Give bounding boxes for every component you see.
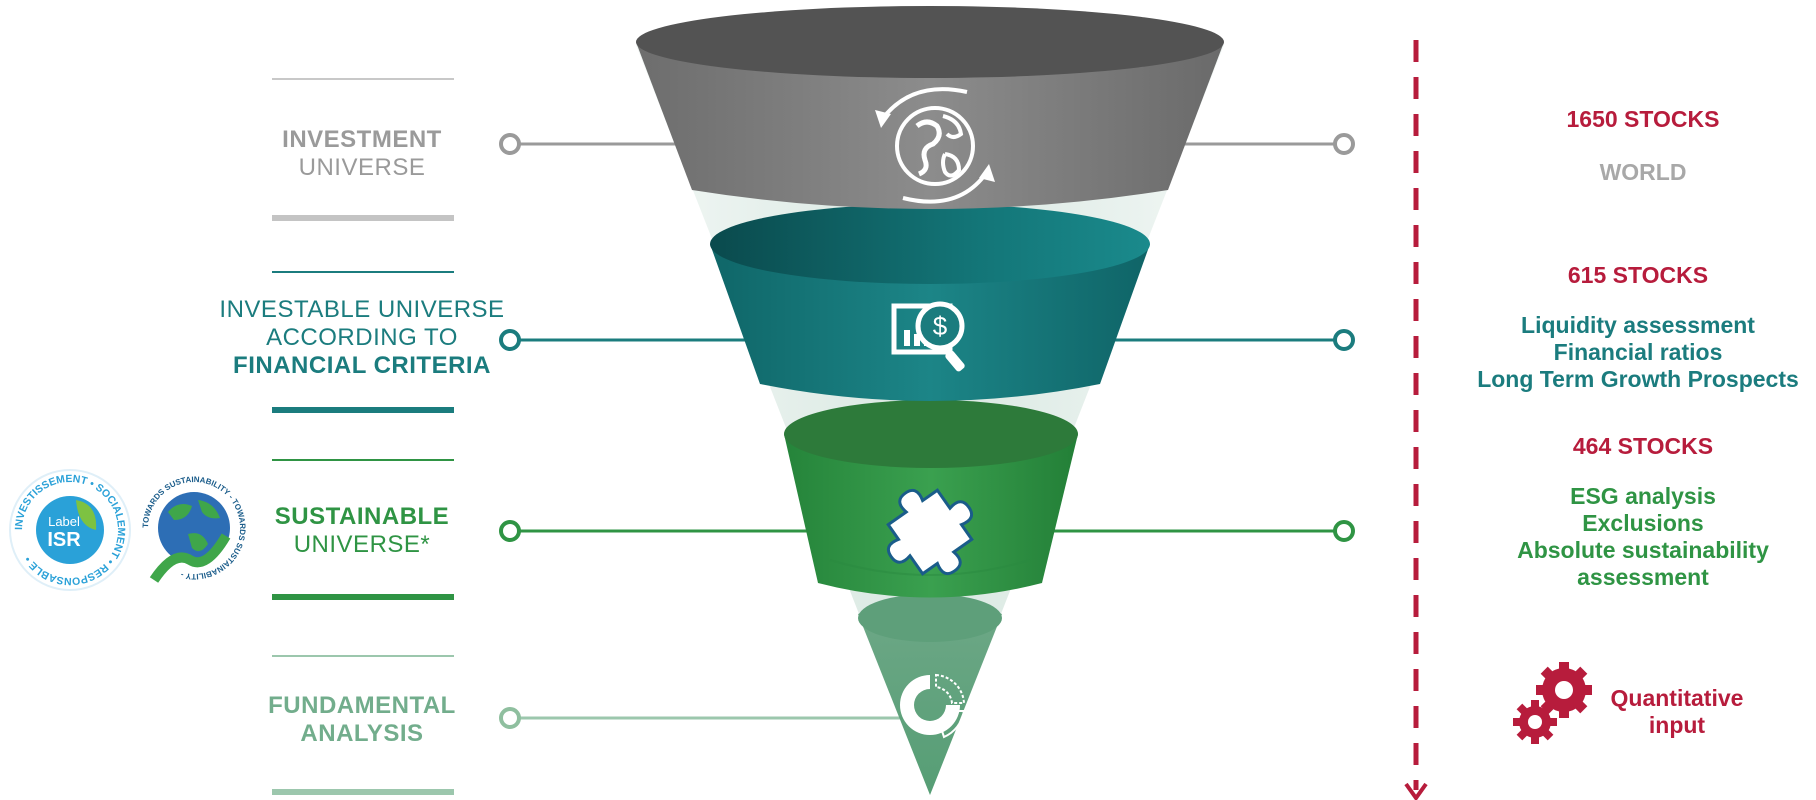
connector-node	[499, 133, 521, 155]
stage-label-regular: UNIVERSE	[298, 154, 426, 181]
stage-label-fundamental: FUNDAMENTAL ANALYSIS	[262, 692, 462, 748]
stock-count: 464 STOCKS	[1572, 433, 1714, 459]
stage-label-bold: SUSTAINABLE	[274, 503, 450, 530]
criteria-item: Long Term Growth Prospects	[1477, 366, 1799, 392]
stock-count: 1650 STOCKS	[1566, 106, 1720, 132]
criteria-item: Absolute sustainability	[1517, 537, 1769, 563]
stage-label-bold-2: ANALYSIS	[300, 720, 424, 747]
criteria-item: WORLD	[1599, 159, 1687, 185]
label-divider	[272, 215, 454, 221]
stage-label-financial: INVESTABLE UNIVERSE ACCORDING TO FINANCI…	[210, 296, 514, 380]
svg-text:ISR: ISR	[47, 529, 81, 551]
puzzle-piece-icon	[886, 488, 974, 576]
svg-text:Label: Label	[48, 514, 80, 529]
quantitative-input-label: Quantitative input	[1592, 685, 1762, 739]
criteria-item: Financial ratios	[1553, 339, 1723, 365]
stage-label-regular: INVESTABLE UNIVERSE ACCORDING TO	[219, 296, 505, 351]
quantitative-line: Quantitative	[1610, 685, 1744, 711]
stock-count: 615 STOCKS	[1567, 262, 1709, 288]
arrow-head	[1404, 782, 1428, 800]
funnel-band-fundamental	[858, 594, 1002, 795]
stage-label-sustainable: SUSTAINABLE UNIVERSE*	[262, 503, 462, 559]
stage-label-regular: UNIVERSE*	[293, 531, 431, 558]
criteria-item: assessment	[1577, 564, 1709, 590]
funnel-band-financial	[710, 204, 1150, 401]
stage-label-bold: FINANCIAL CRITERIA	[233, 352, 491, 379]
label-divider	[272, 78, 454, 80]
donut-chart-icon	[900, 673, 966, 739]
label-divider	[272, 407, 454, 413]
stage-label-bold: INVESTMENT	[282, 126, 442, 153]
quantitative-line: input	[1648, 712, 1706, 738]
criteria-item: Exclusions	[1582, 510, 1704, 536]
criteria-item: ESG analysis	[1570, 483, 1716, 509]
svg-text:$: $	[933, 311, 948, 341]
label-divider	[272, 271, 454, 273]
stage-detail-investment: 1650 STOCKS WORLD	[1460, 106, 1816, 186]
stage-label-bold: FUNDAMENTAL	[268, 692, 456, 719]
stage-detail-financial: 615 STOCKS Liquidity assessment Financia…	[1460, 262, 1816, 393]
label-divider	[272, 459, 454, 461]
funnel-band-investment	[636, 6, 1224, 209]
label-divider	[272, 594, 454, 600]
connector-node	[499, 520, 521, 542]
label-divider	[272, 655, 454, 657]
connector-node	[1333, 329, 1355, 351]
connector-node	[1333, 133, 1355, 155]
connector-node	[499, 707, 521, 729]
stage-detail-sustainable: 464 STOCKS ESG analysis Exclusions Absol…	[1460, 433, 1816, 591]
connector-node	[499, 329, 521, 351]
isr-label-badge: INVESTISSEMENT • SOCIALEMENT • RESPONSAB…	[9, 469, 131, 591]
label-divider	[272, 789, 454, 795]
criteria-item: Liquidity assessment	[1521, 312, 1755, 338]
stage-label-investment: INVESTMENT UNIVERSE	[262, 126, 462, 182]
financial-analysis-icon: $	[891, 301, 965, 372]
gears-icon	[1513, 662, 1592, 744]
towards-sustainability-badge: TOWARDS SUSTAINABILITY - TOWARDS SUSTAIN…	[141, 475, 247, 583]
globe-icon	[875, 87, 995, 204]
connector-node	[1333, 520, 1355, 542]
